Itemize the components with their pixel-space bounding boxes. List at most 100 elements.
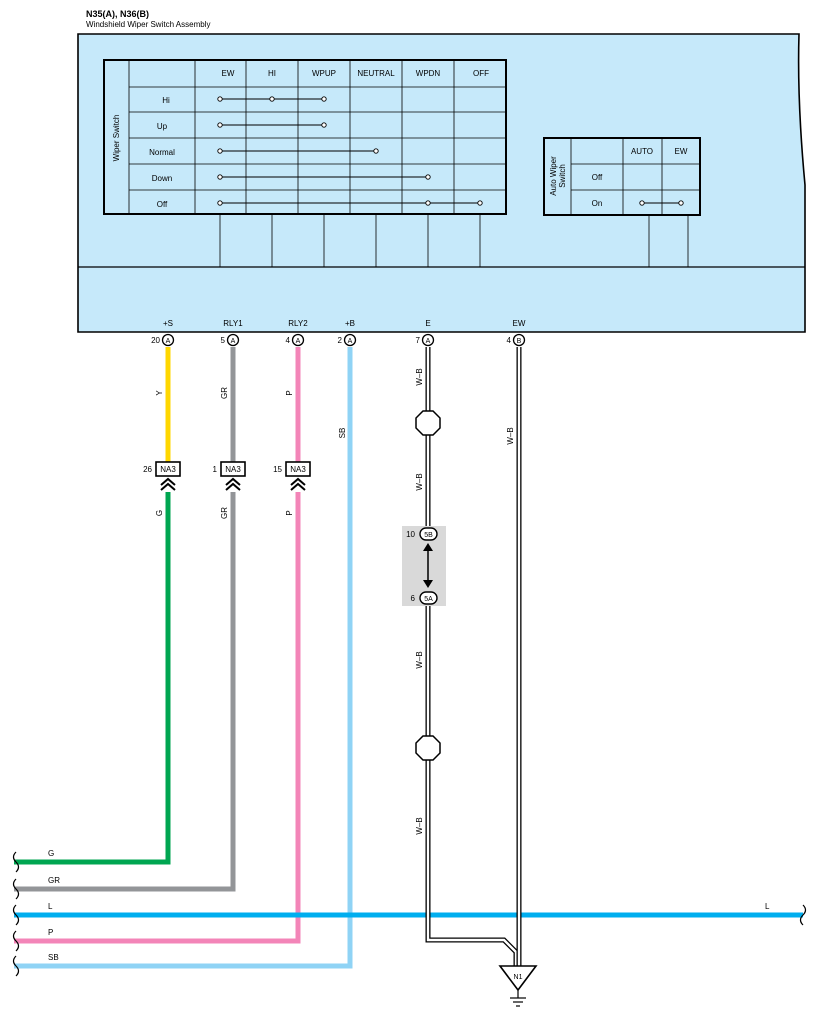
wire-color-label: G (155, 510, 164, 516)
pin-connector-letter: B (517, 338, 522, 345)
wire-color-label: Y (155, 390, 164, 396)
pin-number: 4 (507, 336, 512, 345)
bus-break-mark (12, 878, 20, 900)
bus-wire-label: L (48, 902, 53, 911)
wiper-contact-dot (321, 122, 327, 128)
bus-break-mark (12, 955, 20, 977)
wire-color-label: GR (220, 387, 229, 399)
bus-wire-label: G (48, 849, 54, 858)
wiper-contact-dot (217, 122, 223, 128)
bus-wire-label: GR (48, 876, 60, 885)
pin-connector-circle (161, 333, 175, 347)
pin-name-label: RLY1 (223, 319, 243, 328)
row-label-down: Down (152, 174, 172, 183)
row-label-normal: Normal (149, 148, 175, 157)
auto-contact-dot (678, 200, 684, 206)
pin-number: 4 (286, 336, 291, 345)
wire-color-label: W–B (415, 473, 424, 490)
bus-break-mark-right (799, 904, 807, 926)
switch-assembly-panel (77, 33, 806, 333)
bus-wire-label: P (48, 928, 53, 937)
pin-connector-letter: A (166, 338, 171, 345)
wiper-contact-dot (373, 148, 379, 154)
wire-color-label: W–B (415, 651, 424, 668)
wire-plus-b-skyblue (14, 347, 353, 969)
wiper-switch-table: Wiper Switch EW HI WPUP NEUTRAL WPDN OFF… (103, 59, 507, 267)
junction-chevron (225, 477, 241, 491)
pin-name-label: EW (513, 319, 526, 328)
junction-label: NA3 (160, 465, 176, 474)
wire-clamp-octagon (415, 410, 441, 436)
ground-triangle (498, 965, 538, 992)
auto-row-label-off: Off (592, 173, 603, 182)
wiper-contact-dot (425, 200, 431, 206)
wiper-switch-title: Wiper Switch (112, 115, 121, 162)
wire-color-label: GR (220, 507, 229, 519)
row-label-up: Up (157, 122, 168, 131)
wiper-contact-dot (477, 200, 483, 206)
splice-arrow-down (423, 580, 433, 588)
component-name: Windshield Wiper Switch Assembly (86, 20, 210, 29)
wiper-contact-dot (321, 96, 327, 102)
wiper-contact-dot (425, 174, 431, 180)
wiper-contact-dot (217, 200, 223, 206)
wire-color-label: W–B (415, 368, 424, 385)
splice-pin-number: 10 (406, 530, 415, 539)
junction-chevron (290, 477, 306, 491)
wire-clamp-octagon (415, 735, 441, 761)
col-header-ew: EW (222, 69, 235, 78)
wire-g-green (14, 492, 171, 865)
bus-break-mark (12, 930, 20, 952)
pin-connector-circle (226, 333, 240, 347)
junction-label: NA3 (290, 465, 306, 474)
bus-break-mark (12, 904, 20, 926)
pin-connector-circle (512, 333, 526, 347)
wire-color-label: W–B (506, 427, 515, 444)
pin-name-label: +S (163, 319, 173, 328)
splice-pin-number: 6 (411, 594, 416, 603)
splice-connector-label: 5A (424, 596, 433, 603)
junction-chevron (160, 477, 176, 491)
pin-number: 20 (151, 336, 160, 345)
pin-connector-letter: A (348, 338, 353, 345)
auto-col-header-auto: AUTO (631, 147, 653, 156)
pin-connector-circle (291, 333, 305, 347)
bus-wire-label-right: L (765, 902, 770, 911)
col-header-wpup: WPUP (312, 69, 336, 78)
splice-arrow-up (423, 543, 433, 551)
pin-connector-circle (343, 333, 357, 347)
splice-connector (419, 527, 438, 541)
wiper-contact-dot (217, 148, 223, 154)
wire-color-label: P (285, 390, 294, 395)
pin-name-label: +B (345, 319, 355, 328)
wire-p-pink (14, 492, 301, 944)
junction-pin-number: 15 (273, 465, 282, 474)
row-label-off: Off (157, 200, 168, 209)
auto-table-border (543, 137, 701, 216)
wire-gr-gray (14, 492, 236, 892)
junction-label: NA3 (225, 465, 241, 474)
pin-connector-circle (421, 333, 435, 347)
pin-connector-letter: A (426, 338, 431, 345)
pin-connector-letter: A (296, 338, 301, 345)
auto-contact-dot (639, 200, 645, 206)
auto-col-header-ew: EW (675, 147, 688, 156)
wiper-contact-dot (217, 174, 223, 180)
wire-color-label: W–B (415, 817, 424, 834)
ground-label: N1 (514, 974, 523, 981)
row-label-hi: Hi (162, 96, 170, 105)
junction-pin-number: 1 (213, 465, 218, 474)
auto-switch-title-line2: Switch (558, 164, 567, 188)
wiper-contact-dot (217, 96, 223, 102)
auto-wiper-switch-table: Auto Wiper Switch AUTO EW Off On (543, 137, 701, 267)
splice-connector (419, 591, 438, 605)
col-header-off: OFF (473, 69, 489, 78)
col-header-wpdn: WPDN (416, 69, 441, 78)
junction-box (155, 461, 181, 477)
wiper-contact-dot (269, 96, 275, 102)
